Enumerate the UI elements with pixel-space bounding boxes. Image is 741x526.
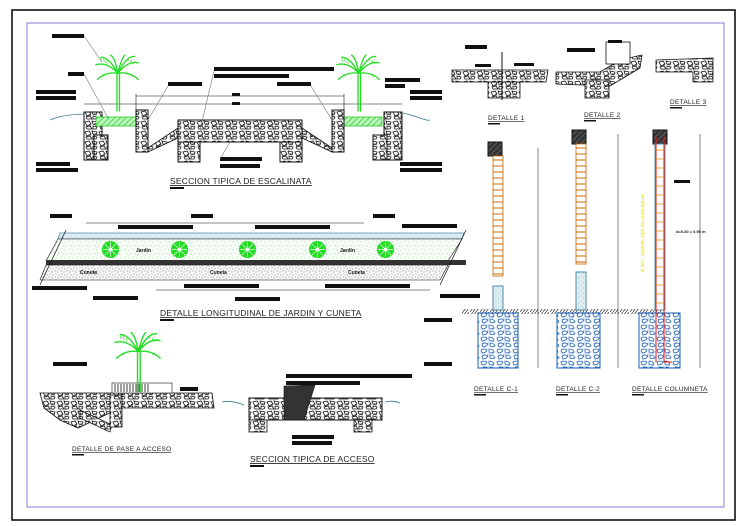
cuneta-label: Cuneta: [210, 270, 227, 276]
jardin-label: Jardin: [340, 248, 355, 254]
pase-acceso-detail: DETALLE DE PASE A ACCESO: [39, 332, 215, 456]
columneta-dim: d=0.30 = 0.90 m: [676, 229, 706, 234]
title-acceso: SECCION TIPICA DE ACCESO: [250, 454, 375, 464]
title-detalle-c2: DETALLE C-2: [556, 386, 600, 393]
cuneta-label: Cuneta: [80, 270, 97, 276]
detalles-1-3: DETALLE 1 DETALLE 2 DETALLE 3: [451, 40, 714, 125]
outer-border: [11, 9, 736, 521]
title-escalinata: SECCION TIPICA DE ESCALINATA: [170, 176, 312, 186]
escalinata-section: SECCION TIPICA DE ESCALINATA: [36, 34, 442, 189]
inner-border: [26, 22, 725, 508]
title-jardin-cuneta: DETALLE LONGITUDINAL DE JARDIN Y CUNETA: [160, 308, 362, 318]
column-details: DETALLE C-1 DETALLE C-2 Ø 1/4": 1@0.05, …: [424, 129, 708, 396]
palm-tree-icon: [335, 54, 381, 113]
title-detalle-1: DETALLE 1: [488, 115, 525, 122]
jardin-cuneta-detail: Jardin Jardin Cuneta Cuneta Cuneta DETAL…: [32, 214, 480, 321]
columneta-note: Ø 1/4": 1@0.05, 4@0.10, resto @0.20: [640, 194, 645, 272]
jardin-label: Jardin: [136, 248, 151, 254]
shrub-icon: [376, 240, 395, 259]
shrub-icon: [238, 240, 257, 259]
cuneta-label: Cuneta: [348, 270, 365, 276]
shrub-icon: [308, 240, 327, 259]
title-pase-acceso: DETALLE DE PASE A ACCESO: [72, 446, 171, 453]
shrub-icon: [101, 240, 120, 259]
acceso-section: SECCION TIPICA DE ACCESO: [221, 374, 412, 467]
title-detalle-c1: DETALLE C-1: [474, 386, 518, 393]
shrub-icon: [170, 240, 189, 259]
title-detalle-2: DETALLE 2: [584, 112, 621, 119]
title-detalle-columneta: DETALLE COLUMNETA: [632, 386, 708, 393]
palm-tree-icon: [94, 54, 140, 113]
title-detalle-3: DETALLE 3: [670, 99, 707, 106]
